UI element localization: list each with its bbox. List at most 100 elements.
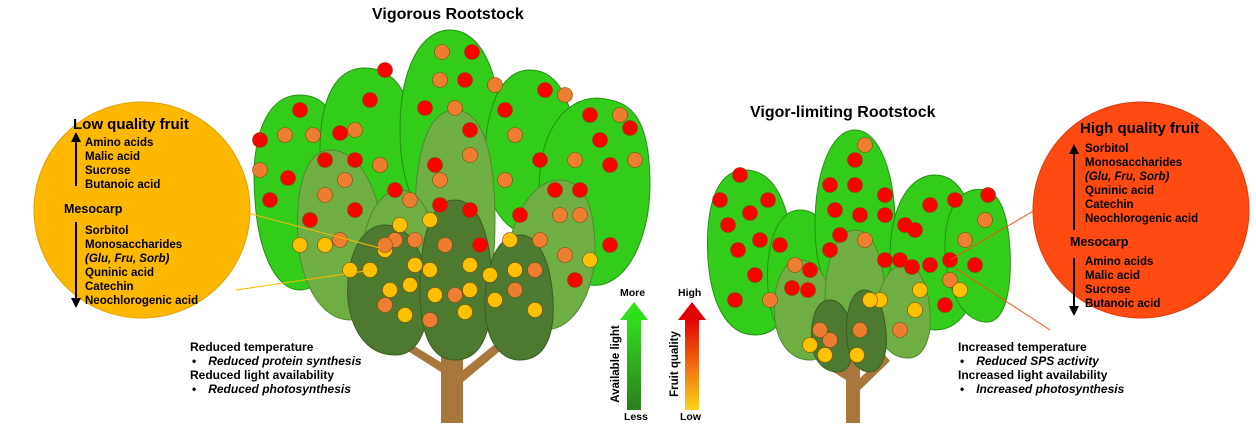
left-notes: Reduced temperature •Reduced protein syn… (190, 340, 362, 396)
fruit (853, 323, 868, 338)
fruit (548, 183, 563, 198)
fruit (923, 198, 938, 213)
fruit (733, 168, 748, 183)
fruit (863, 293, 878, 308)
fruit (850, 348, 865, 363)
fruit (858, 233, 873, 248)
fruit (731, 243, 746, 258)
fruit (573, 208, 588, 223)
fruit (458, 73, 473, 88)
fruit (728, 293, 743, 308)
fruit (938, 298, 953, 313)
fruit (423, 213, 438, 228)
fruit (558, 248, 573, 263)
fruit (438, 238, 453, 253)
low-quality-heading: Low quality fruit (73, 116, 189, 133)
fruit (583, 108, 598, 123)
fruit (743, 206, 758, 221)
fruit (568, 153, 583, 168)
fruit (418, 101, 433, 116)
fruit (253, 163, 268, 178)
fruit (773, 238, 788, 253)
fruit-quality-label: Fruit quality (669, 308, 681, 420)
list-item: Catechin (85, 280, 198, 294)
fruit (383, 283, 398, 298)
right-up-list: Sorbitol Monosaccharides (Glu, Fru, Sorb… (1085, 142, 1198, 226)
fruit (908, 223, 923, 238)
left-mesocarp-label: Mesocarp (64, 202, 122, 216)
fruit (893, 323, 908, 338)
fruit (348, 153, 363, 168)
list-item: Catechin (1085, 198, 1198, 212)
available-light-label: Available light (610, 308, 622, 420)
fruit (508, 283, 523, 298)
fruit (568, 273, 583, 288)
fruit (748, 268, 763, 283)
note-heading: Reduced light availability (190, 368, 362, 382)
fruit (363, 93, 378, 108)
fruit (281, 171, 296, 186)
note-text: Reduced protein synthesis (196, 354, 361, 368)
fruit (253, 133, 268, 148)
fruit (823, 243, 838, 258)
fruit (393, 218, 408, 233)
fruit (538, 83, 553, 98)
fruit (913, 283, 928, 298)
fruit (878, 253, 893, 268)
list-item: Quninic acid (85, 266, 198, 280)
fruit (463, 203, 478, 218)
fruit (338, 173, 353, 188)
left-down-list: Sorbitol Monosaccharides (Glu, Fru, Sorb… (85, 224, 198, 308)
fruit (348, 123, 363, 138)
fruit (801, 283, 816, 298)
list-item: Amino acids (85, 136, 160, 150)
fruit (848, 178, 863, 193)
list-item: (Glu, Fru, Sorb) (85, 252, 198, 266)
left-up-list: Amino acids Malic acid Sucrose Butanoic … (85, 136, 160, 192)
available-light-arrow (620, 302, 648, 410)
fruit (848, 153, 863, 168)
fruit (303, 213, 318, 228)
quality-bottom-label: Low (680, 411, 701, 423)
fruit (293, 238, 308, 253)
fruit (558, 88, 573, 103)
note-heading: Reduced temperature (190, 340, 362, 354)
fruit (628, 153, 643, 168)
fruit (508, 263, 523, 278)
fruit (378, 298, 393, 313)
fruit (968, 258, 983, 273)
list-item: Monosaccharides (85, 238, 198, 252)
light-bottom-label: Less (624, 411, 648, 423)
fruit (853, 208, 868, 223)
fruit (458, 305, 473, 320)
fruit (408, 233, 423, 248)
fruit (978, 213, 993, 228)
fruit (378, 238, 393, 253)
fruit (293, 103, 308, 118)
fruit (333, 233, 348, 248)
fruit (818, 348, 833, 363)
fruit (423, 263, 438, 278)
fruit (483, 268, 498, 283)
fruit (833, 228, 848, 243)
fruit (448, 288, 463, 303)
fruit (923, 258, 938, 273)
fruit (488, 293, 503, 308)
fruit (403, 193, 418, 208)
fruit (513, 208, 528, 223)
right-mesocarp-label: Mesocarp (1070, 235, 1128, 249)
fruit (908, 303, 923, 318)
fruit (858, 138, 873, 153)
fruit (905, 260, 920, 275)
fruit (433, 73, 448, 88)
quality-top-label: High (678, 287, 701, 299)
fruit (373, 158, 388, 173)
fruit (753, 233, 768, 248)
fruit (278, 128, 293, 143)
fruit (463, 148, 478, 163)
note-text: Reduced photosynthesis (196, 382, 351, 396)
note-text: Reduced SPS activity (964, 354, 1099, 368)
list-item: Sucrose (85, 164, 160, 178)
fruit (761, 193, 776, 208)
fruit (423, 313, 438, 328)
